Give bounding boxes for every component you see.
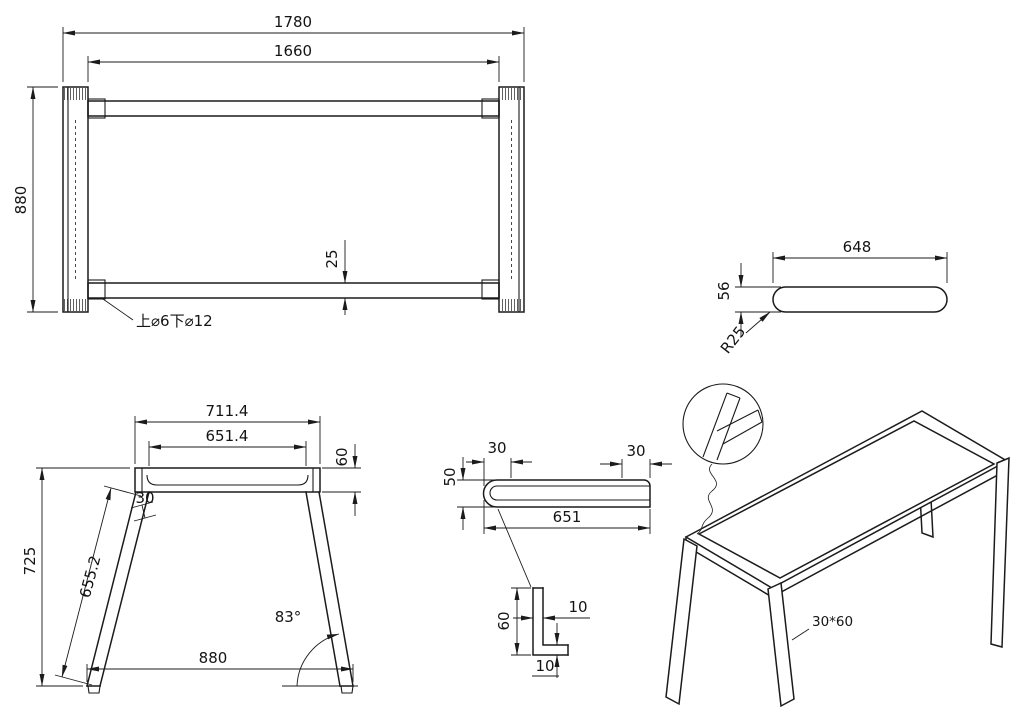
left-leg [86,491,150,694]
plan-hatch-tr [500,88,523,100]
left-foot [87,685,101,694]
iso-tube-note: 30*60 [791,614,853,641]
dim-leg-bottom-width: 880 [86,649,354,682]
dim-30-left-label: 30 [487,439,506,457]
dim-1660-label: 1660 [274,42,312,60]
dim-60-profile-label: 60 [495,611,513,630]
iso-view: 30*60 [665,383,1010,708]
angle-arc [296,633,340,687]
hole-note-leader [102,298,134,321]
dim-30-right-label: 30 [626,442,645,460]
plan-gusset-br [481,279,500,300]
plan-hole-note: 上⌀6下⌀12 [102,298,213,330]
dim-leg-tube: 30 [130,489,157,522]
leg-top-beam [134,467,321,493]
dim-leg-top-outer: 711.4 [134,402,321,464]
iso-frame-opening [697,420,996,579]
dim-880-depth-label: 880 [12,186,30,215]
radius-leader [745,311,771,334]
dim-56-label: 56 [715,281,733,300]
dim-leg-top-inner: 651.4 [148,427,307,466]
dim-25-label: 25 [323,249,341,268]
dim-10-flange-label: 10 [535,657,554,675]
dim-pad-length: 648 [772,238,948,283]
dim-1780-label: 1780 [274,13,312,31]
dim-plan-rail-width: 25 [323,240,348,315]
detail-bubble [682,383,764,465]
dim-651-label: 651 [553,508,582,526]
dim-plan-total-length: 1780 [62,13,525,82]
tube-note-leader [791,628,810,641]
iso-left-leg [665,537,698,706]
plan-gusset-bl [87,279,106,300]
tube-size-label: 30*60 [812,614,853,630]
dim-655.2-label: 655.2 [76,554,105,600]
dim-beam-right-end: 30 [600,442,672,478]
dim-beam-length: 651 [483,500,651,534]
beam-inner-profile [146,474,309,486]
plan-right-end-rail [498,86,525,313]
dim-plan-depth: 880 [12,86,58,313]
plan-top-rail [87,100,500,117]
beam-outline [482,479,651,508]
plan-left-end-rail [62,86,89,313]
dim-leg-angle: 83° [275,608,358,687]
plan-hatch-br [500,299,523,311]
dim-profile-height: 60 [495,587,531,656]
beam-inner-line [489,485,650,501]
hole-note-label: 上⌀6下⌀12 [136,312,213,330]
dim-711.4-label: 711.4 [206,402,249,420]
dim-plan-inner-length: 1660 [87,42,500,82]
dim-83deg-label: 83° [275,608,302,626]
plan-gusset-tl [87,98,106,119]
dim-leg-height: 725 [21,467,130,687]
dim-880-bottom-label: 880 [199,649,228,667]
dim-648-label: 648 [843,238,872,256]
dim-profile-flange: 10 [532,623,560,678]
plan-bottom-rail [87,282,500,299]
detail-bubble-content [702,392,763,461]
dim-725-label: 725 [21,547,39,576]
dim-beam-height: 60 [322,444,361,516]
pad-view: 648 56 R25 [715,238,948,357]
dim-pad-thickness: 56 [715,263,781,336]
right-foot [340,685,354,694]
dim-profile-wall: 10 [513,598,590,621]
dim-30-leg-label: 30 [135,489,154,507]
plan-hatch-tl [64,88,87,100]
profile-detail: 60 10 10 [495,587,590,678]
dim-50-label: 50 [441,467,459,486]
dim-beam-left-end: 30 [466,439,532,486]
beam-view: 50 30 30 651 [441,439,672,678]
iso-front-leg [767,581,795,708]
dim-r25-label: R25 [717,323,749,357]
profile-detail-leader [497,508,532,588]
detail-squiggle-leader [696,463,717,535]
dim-leg-length: 655.2 [54,485,142,686]
dim-651.4-label: 651.4 [206,427,249,445]
plan-gusset-tr [481,98,500,119]
iso-right-leg [990,456,1010,648]
leg-view: 711.4 651.4 60 30 655.2 [21,402,361,694]
plan-hatch-bl [64,299,87,311]
dim-10-wall-label: 10 [568,598,587,616]
dim-pad-radius: R25 [717,311,771,357]
plan-view: 1780 1660 880 25 上⌀6下⌀12 [12,13,525,330]
right-leg [305,491,354,694]
dim-60-label: 60 [333,447,351,466]
dim-beam-height-50: 50 [441,457,497,530]
pad-profile [772,286,948,313]
